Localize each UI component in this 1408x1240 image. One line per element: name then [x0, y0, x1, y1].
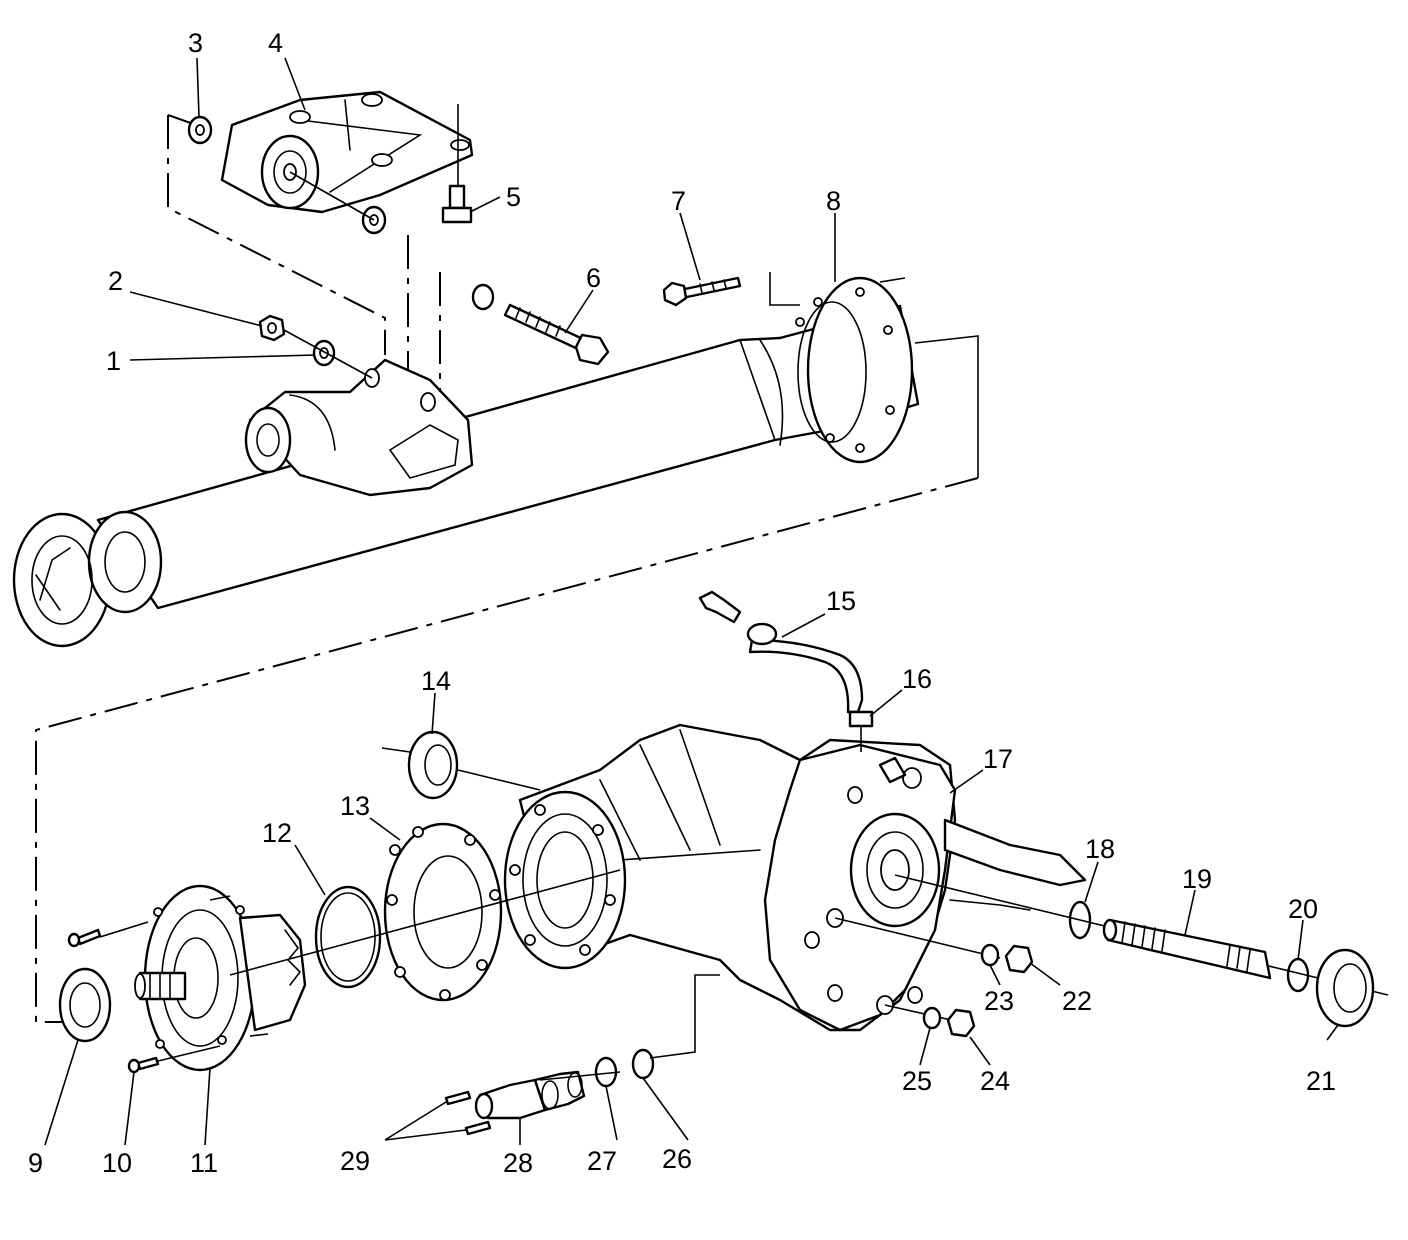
tube-mount-bracket — [248, 358, 474, 497]
callout-3: 3 — [188, 28, 203, 58]
output-shaft — [1106, 918, 1272, 980]
output-seal — [1315, 948, 1375, 1028]
callout-28: 28 — [503, 1148, 533, 1178]
callout-24: 24 — [980, 1066, 1010, 1096]
mount-bracket — [220, 90, 474, 214]
bolt — [678, 276, 742, 300]
callout-16: 16 — [902, 664, 932, 694]
callout-13: 13 — [340, 791, 370, 821]
screw — [136, 1056, 160, 1071]
callout-12: 12 — [262, 818, 292, 848]
axle-tube — [96, 304, 920, 610]
callout-25: 25 — [902, 1066, 932, 1096]
callout-15: 15 — [826, 586, 856, 616]
upper-assembly-lines — [35, 114, 979, 1023]
axle-seal — [407, 730, 459, 800]
callout-23: 23 — [984, 986, 1014, 1016]
callout-11: 11 — [190, 1148, 218, 1178]
callout-27: 27 — [587, 1146, 617, 1176]
washer — [922, 1006, 942, 1030]
callout-20: 20 — [1288, 894, 1318, 924]
washer — [980, 943, 1000, 967]
housing-right-stub — [943, 818, 1087, 887]
bolt — [503, 303, 587, 352]
o-ring — [631, 1048, 655, 1080]
screw — [76, 928, 102, 946]
housing-flange — [503, 790, 627, 970]
callout-4: 4 — [268, 28, 283, 58]
axle-tube-assembly — [12, 276, 920, 648]
bolt — [448, 184, 466, 210]
callout-17: 17 — [983, 744, 1013, 774]
washer — [471, 283, 495, 311]
vent-hose — [748, 638, 864, 714]
callout-22: 22 — [1062, 986, 1092, 1016]
mount-bracket-assembly — [187, 90, 474, 235]
callout-6: 6 — [586, 263, 601, 293]
tube-flange — [806, 276, 914, 464]
callout-29: 29 — [340, 1146, 370, 1176]
pinion-seal — [58, 967, 112, 1043]
snap-ring — [1068, 900, 1092, 940]
callout-5: 5 — [506, 182, 521, 212]
callout-8: 8 — [826, 186, 841, 216]
callout-10: 10 — [102, 1148, 132, 1178]
callout-19: 19 — [1182, 864, 1212, 894]
callout-18: 18 — [1085, 834, 1115, 864]
mount-hardware — [258, 276, 742, 379]
callout-2: 2 — [108, 266, 123, 296]
callout-14: 14 — [421, 666, 451, 696]
bolt — [464, 1120, 492, 1136]
callout-26: 26 — [662, 1144, 692, 1174]
callout-labels: 1 2 3 4 5 6 7 8 9 10 11 12 13 14 15 16 1… — [28, 28, 1336, 1178]
fill-plug — [1004, 944, 1034, 974]
callout-7: 7 — [671, 186, 686, 216]
drain-plug — [946, 1008, 976, 1038]
leader-lines — [44, 57, 1339, 1146]
callout-9: 9 — [28, 1148, 43, 1178]
sensor-assembly — [444, 974, 720, 1136]
differential-housing — [503, 590, 1087, 1032]
pinion-shaft — [138, 971, 187, 1001]
callout-21: 21 — [1306, 1066, 1336, 1096]
o-ring — [314, 885, 382, 989]
output-shaft-assembly — [834, 874, 1389, 1038]
bolt — [444, 1090, 472, 1106]
callout-1: 1 — [106, 346, 121, 376]
vent-connector — [848, 710, 874, 728]
